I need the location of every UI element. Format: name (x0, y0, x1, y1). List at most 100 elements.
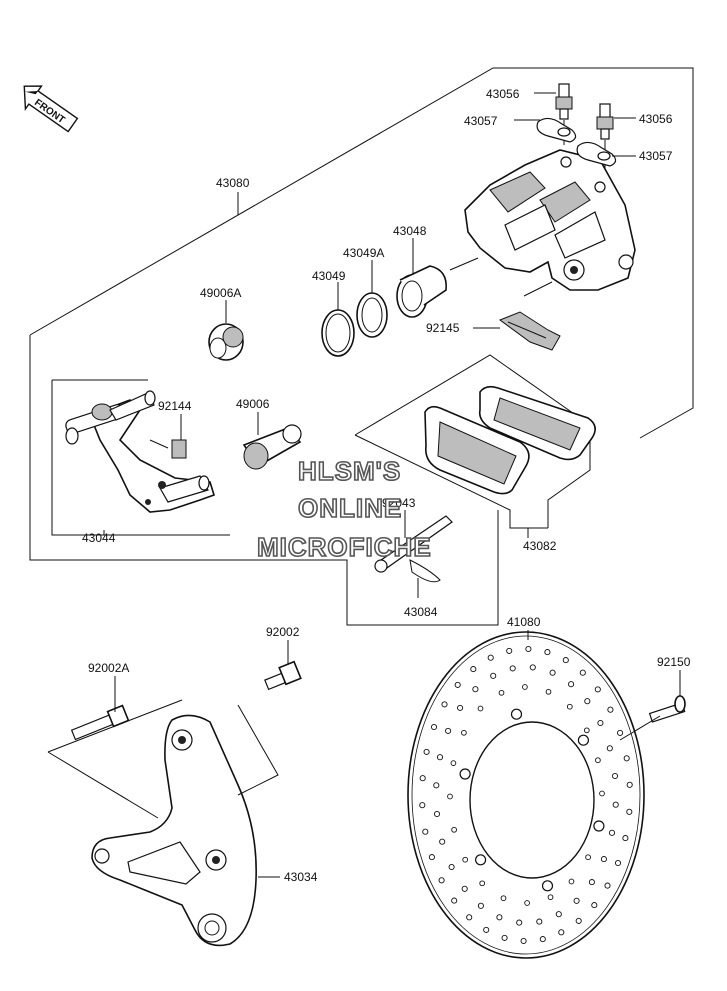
disc-hole (466, 914, 473, 921)
disc-hole (433, 782, 440, 789)
disc-hole (607, 706, 614, 713)
disc-hole (422, 828, 429, 835)
part-43048: 43048 (393, 224, 427, 238)
part-92043: 92043 (382, 496, 416, 510)
disc-hole (614, 859, 622, 867)
bleeder-cap-left (536, 117, 577, 143)
disc-hole (597, 719, 604, 727)
disc-hole (483, 926, 490, 933)
bolt-92002 (264, 660, 302, 691)
disc-hole (441, 701, 448, 708)
disc-hole (547, 894, 554, 901)
disc-hole (626, 808, 633, 815)
disc-hole (539, 936, 546, 943)
disc-mount-hole (541, 880, 554, 892)
disc-hole (536, 918, 543, 925)
disc-hole (506, 647, 513, 654)
disc-hole (525, 645, 532, 653)
disc-hole (623, 755, 630, 762)
part-92002: 92002 (266, 625, 300, 639)
bleeder-cap-right (576, 141, 617, 167)
part-43080: 43080 (216, 176, 250, 190)
disc-hole (588, 879, 595, 886)
disc-hole (520, 937, 527, 945)
disc-hole (490, 672, 497, 679)
disc-hole (451, 897, 458, 904)
assembly-outline (29, 67, 694, 626)
bleeder-valve-right (596, 103, 614, 170)
part-43057-left: 43057 (464, 114, 498, 128)
disc-hole (562, 657, 569, 664)
disc-hole (583, 727, 590, 734)
disc-hole (509, 665, 516, 672)
disc-hole (600, 856, 607, 863)
disc-hole (457, 704, 464, 711)
disc-hole (461, 729, 467, 736)
disc-hole (608, 829, 616, 836)
disc-hole (604, 882, 611, 889)
cotter-pin-43084 (409, 559, 441, 583)
part-43049: 43049 (312, 269, 346, 283)
part-numbers: 43056 43056 43057 43057 43080 43048 4304… (82, 87, 691, 884)
part-49006: 49006 (236, 397, 270, 411)
disc-hole (419, 775, 426, 782)
disc-hole (544, 649, 551, 656)
disc-hole (545, 688, 552, 695)
disc-hole (423, 748, 430, 755)
disc-hole (524, 900, 530, 906)
part-43057-right: 43057 (639, 149, 673, 163)
disc-mount-hole (475, 854, 487, 866)
disc-hole (568, 681, 575, 688)
disc-hole (447, 793, 453, 800)
part-43034: 43034 (284, 870, 318, 884)
disc-hole (558, 929, 565, 936)
brake-pad-rear (478, 385, 596, 461)
boot-49006 (242, 424, 302, 470)
disc-hole (612, 801, 619, 808)
bolt-92150 (648, 695, 686, 723)
pad-spring-92145 (498, 311, 561, 351)
disc-hole (470, 666, 477, 673)
watermark: HLSM'S ONLINE MICROFICHE (256, 455, 431, 563)
disc-hole (439, 838, 446, 845)
disc-hole (591, 902, 598, 909)
part-92145: 92145 (426, 321, 460, 335)
disc-hole (622, 835, 629, 842)
caliper-body (449, 149, 636, 297)
disc-hole (419, 802, 426, 809)
caliper-hanger-43034 (47, 699, 279, 947)
part-43084: 43084 (404, 605, 438, 619)
part-43044: 43044 (82, 531, 116, 545)
disc-hole (594, 686, 601, 693)
disc-hole (617, 729, 624, 736)
watermark-line1: HLSM'S (298, 456, 401, 486)
disc-hole (611, 772, 619, 780)
disc-hole (529, 664, 536, 671)
disc-mount-hole (510, 708, 523, 720)
disc-hole (477, 902, 484, 909)
disc-hole (450, 760, 457, 766)
disc-hole (626, 781, 633, 788)
disc-hole (477, 705, 484, 712)
disc-hole (479, 880, 486, 887)
disc-hole (575, 917, 582, 924)
disc-mount-hole (593, 820, 605, 832)
disc-hole (472, 686, 479, 693)
disc-holes (419, 645, 633, 945)
disc-hole (549, 669, 556, 676)
seal-43049a (356, 292, 388, 338)
disc-hole (568, 878, 575, 885)
disc-hole (436, 754, 444, 761)
part-92144: 92144 (158, 399, 192, 413)
disc-hole (500, 895, 507, 902)
part-43056-right: 43056 (639, 112, 673, 126)
bracket-box-outline (51, 380, 230, 536)
disc-hole (573, 897, 580, 904)
disc-hole (606, 745, 613, 752)
disc-hole (433, 810, 441, 818)
disc-bolt-line (619, 715, 661, 741)
caliper-bracket-43044 (65, 390, 215, 513)
disc-hole (462, 856, 469, 863)
seal-43049 (321, 309, 355, 357)
disc-mount-hole (577, 734, 590, 746)
